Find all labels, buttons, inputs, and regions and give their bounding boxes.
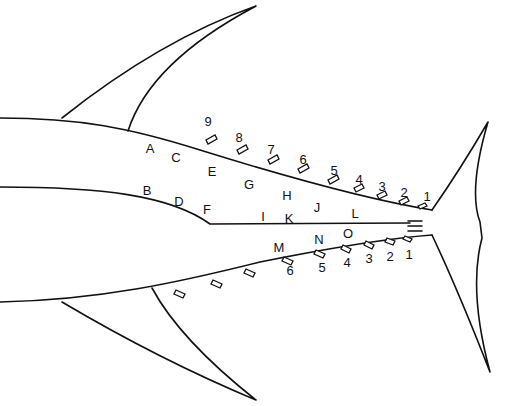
callout-letter: J xyxy=(314,201,321,214)
finlet xyxy=(268,155,279,164)
finlet xyxy=(341,245,351,253)
callout-letter: F xyxy=(203,203,211,216)
upper-body-line xyxy=(0,118,432,210)
callout-number: 1 xyxy=(423,190,430,203)
callout-letter: K xyxy=(285,212,294,225)
anal-fin xyxy=(62,288,256,400)
dorsal-fin xyxy=(62,6,256,131)
callout-number: 3 xyxy=(365,252,372,265)
callout-number: 8 xyxy=(235,131,242,144)
callout-letter: L xyxy=(351,207,358,220)
callout-number: 6 xyxy=(299,153,306,166)
callout-letter: G xyxy=(244,178,254,191)
callout-letter: O xyxy=(343,227,353,240)
finlet xyxy=(174,290,185,298)
callout-letter: C xyxy=(171,151,180,164)
lower-body-line xyxy=(0,235,432,302)
callout-letter: H xyxy=(282,189,291,202)
finlet xyxy=(418,203,427,209)
callout-number: 6 xyxy=(286,264,293,277)
callout-number: 1 xyxy=(405,248,412,261)
finlet xyxy=(385,238,395,245)
finlet xyxy=(403,236,412,242)
finlet xyxy=(314,250,325,258)
finlet xyxy=(211,280,222,288)
callout-letter: B xyxy=(143,184,152,197)
callout-letter: E xyxy=(208,165,217,178)
callout-number: 2 xyxy=(400,186,407,199)
callout-letter: N xyxy=(314,233,323,246)
callout-number: 7 xyxy=(267,143,274,156)
finlets xyxy=(174,135,427,298)
callout-number: 4 xyxy=(355,173,362,186)
caudal-fin xyxy=(432,122,490,372)
lateral-line xyxy=(0,187,410,224)
finlet xyxy=(364,241,374,249)
callout-number: 3 xyxy=(378,180,385,193)
callout-letter: D xyxy=(174,195,183,208)
finlet xyxy=(244,269,255,277)
finlet xyxy=(237,145,248,154)
caudal-keel xyxy=(408,221,422,231)
callout-number: 5 xyxy=(318,261,325,274)
callout-number: 4 xyxy=(343,256,350,269)
callout-letter: I xyxy=(261,210,265,223)
callout-number: 5 xyxy=(330,164,337,177)
finlet xyxy=(206,135,217,144)
callout-number: 2 xyxy=(386,250,393,263)
callout-letter: M xyxy=(274,241,285,254)
callout-number: 9 xyxy=(204,115,211,128)
callout-letter: A xyxy=(146,142,155,155)
